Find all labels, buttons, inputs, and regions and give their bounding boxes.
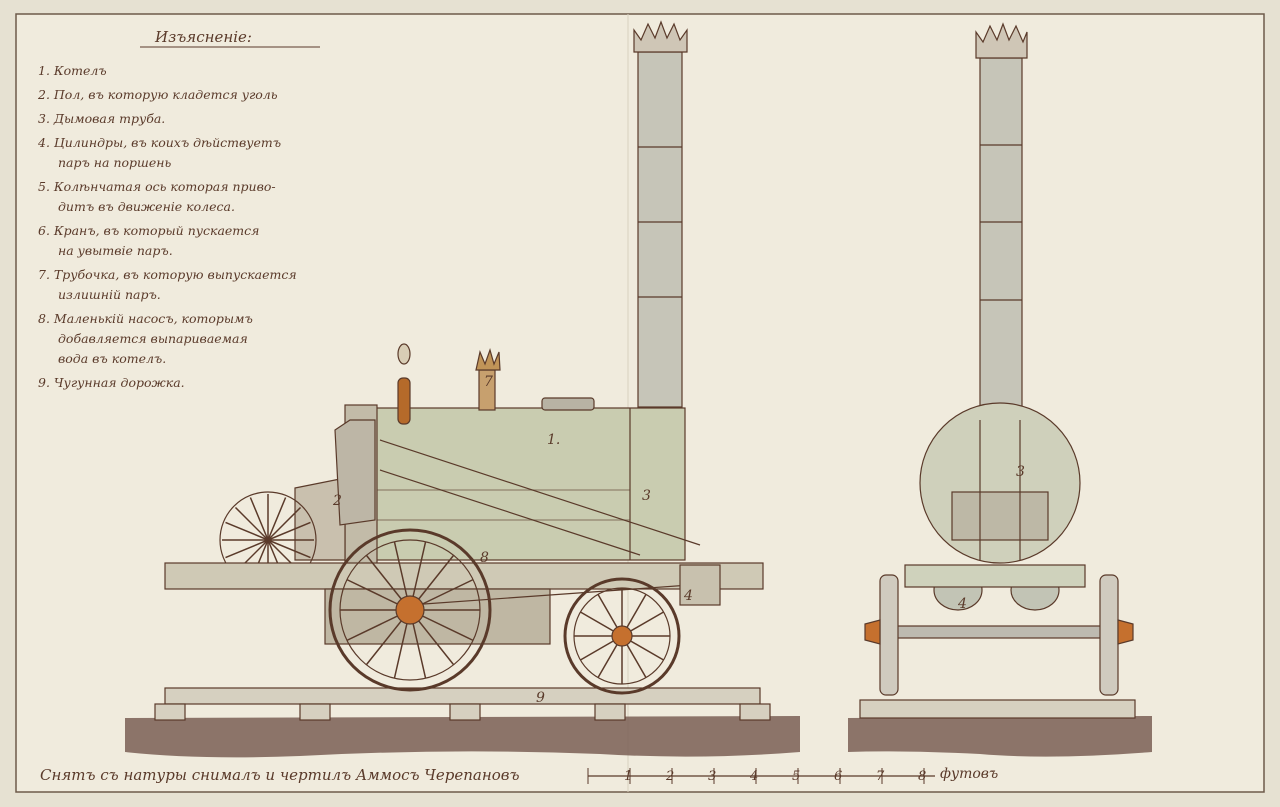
side-boiler-hatch (541, 397, 595, 411)
front-axle (874, 625, 1121, 639)
side-view-labels: 1. 2 3 4 7 8 9 (332, 374, 693, 706)
wheel-spoke (267, 506, 302, 541)
side-steam-pipe (397, 377, 411, 425)
side-boiler (374, 407, 686, 561)
legend-item-line: 6. Кранъ, въ который пускается (38, 223, 259, 238)
side-cylinder (679, 564, 721, 606)
side-sleeper-2 (299, 703, 331, 721)
legend-item-line: 9. Чугунная дорожка. (38, 375, 185, 390)
label-pump: 8 (480, 550, 489, 566)
front-view (848, 22, 1152, 757)
front-chimney-crown (975, 22, 1028, 59)
front-wheel-left (879, 574, 899, 696)
front-frame (904, 564, 1086, 588)
scale-tick-label: 7 (876, 769, 885, 784)
side-chimney-crown (633, 20, 688, 53)
wheel-spoke (249, 497, 269, 541)
legend-item-line: 1. Котелъ (38, 63, 107, 78)
wheel-spoke (234, 506, 269, 541)
wheel-spoke (225, 521, 269, 541)
front-ground (848, 716, 1152, 757)
side-frame (164, 562, 764, 590)
scale-tick-label: 8 (918, 769, 926, 784)
legend-item-line: паръ на поршень (58, 155, 172, 170)
legend-item-line: вода въ котелъ. (58, 351, 166, 366)
legend-item-line: добавляется выпариваемая (58, 331, 248, 346)
front-wheel-right (1099, 574, 1119, 696)
boiler-stay (379, 439, 701, 546)
side-sleeper-1 (154, 703, 186, 721)
front-label-chimney: 3 (1016, 464, 1025, 480)
legend-item-line: дитъ въ движеніе колеса. (58, 199, 235, 214)
front-rail-base (859, 699, 1136, 719)
boiler-stay (379, 469, 641, 556)
label-chimney: 3 (642, 488, 651, 504)
side-connecting-rod (409, 584, 691, 606)
label-rail: 9 (536, 690, 545, 706)
label-coal-box: 2 (332, 493, 342, 509)
scale-tick-label: 4 (749, 769, 758, 784)
scale-tick-label: 1 (624, 769, 632, 784)
side-front-wheel (563, 577, 681, 695)
legend: Изъясненіе: 1. Котелъ 2. Пол, въ которую … (37, 28, 320, 390)
side-valve-top (397, 343, 411, 365)
legend-items: 1. Котелъ 2. Пол, въ которую кладется уго… (37, 63, 297, 390)
wheel-spoke (267, 539, 311, 559)
side-coal-box (294, 477, 346, 561)
label-cylinder: 4 (683, 588, 693, 604)
side-rear-hood (334, 419, 376, 526)
side-rear-wheel (328, 528, 492, 692)
scale-tick-label: 5 (792, 769, 800, 784)
legend-item-line: 7. Трубочка, въ которую выпускается (38, 267, 297, 282)
scale-ticks: 1 2 3 4 5 6 7 8 (587, 768, 926, 784)
front-axle-cap-left (864, 619, 881, 645)
wheel-spoke (225, 539, 269, 559)
side-sleeper-4 (594, 703, 626, 721)
side-chimney (637, 51, 683, 408)
side-funnel-7-top (475, 348, 501, 371)
legend-item-line: 5. Колѣнчатая ось которая приво- (38, 179, 276, 194)
scale-tick-label: 6 (834, 769, 842, 784)
legend-item-line: на увытвіе паръ. (58, 243, 173, 258)
legend-title: Изъясненіе: (154, 28, 252, 46)
legend-item-line: 2. Пол, въ которую кладется уголь (37, 87, 278, 102)
side-sleeper-5 (739, 703, 771, 721)
wheel-spoke (267, 497, 287, 541)
side-rail (164, 687, 761, 705)
front-view-labels: 3 4 (957, 464, 1025, 612)
legend-item-line: 4. Цилиндры, въ коихъ дѣйствуетъ (37, 135, 281, 150)
scale-tick-label: 2 (665, 769, 674, 784)
front-chimney (979, 57, 1023, 414)
side-sleeper-3 (449, 703, 481, 721)
legend-item-line: 8. Маленькій насосъ, которымъ (38, 311, 253, 326)
side-view (125, 20, 800, 758)
legend-item-line: 3. Дымовая труба. (38, 111, 165, 126)
wheel-spoke (267, 521, 311, 541)
front-axle-cap-right (1117, 619, 1134, 645)
signature: Снятъ съ натуры снималъ и чертилъ Аммосъ… (40, 766, 519, 784)
scale-tick-label: 3 (708, 769, 716, 784)
front-smokebox-door (951, 491, 1049, 541)
legend-item-line: излишній паръ. (58, 287, 161, 302)
scale-bar: 1 2 3 4 5 6 7 8 футовъ (587, 766, 998, 784)
label-steam-funnel: 7 (484, 374, 493, 390)
label-boiler: 1. (547, 432, 560, 448)
scale-unit: футовъ (940, 766, 998, 782)
side-ground (125, 716, 800, 758)
front-label-cylinder: 4 (957, 596, 967, 612)
